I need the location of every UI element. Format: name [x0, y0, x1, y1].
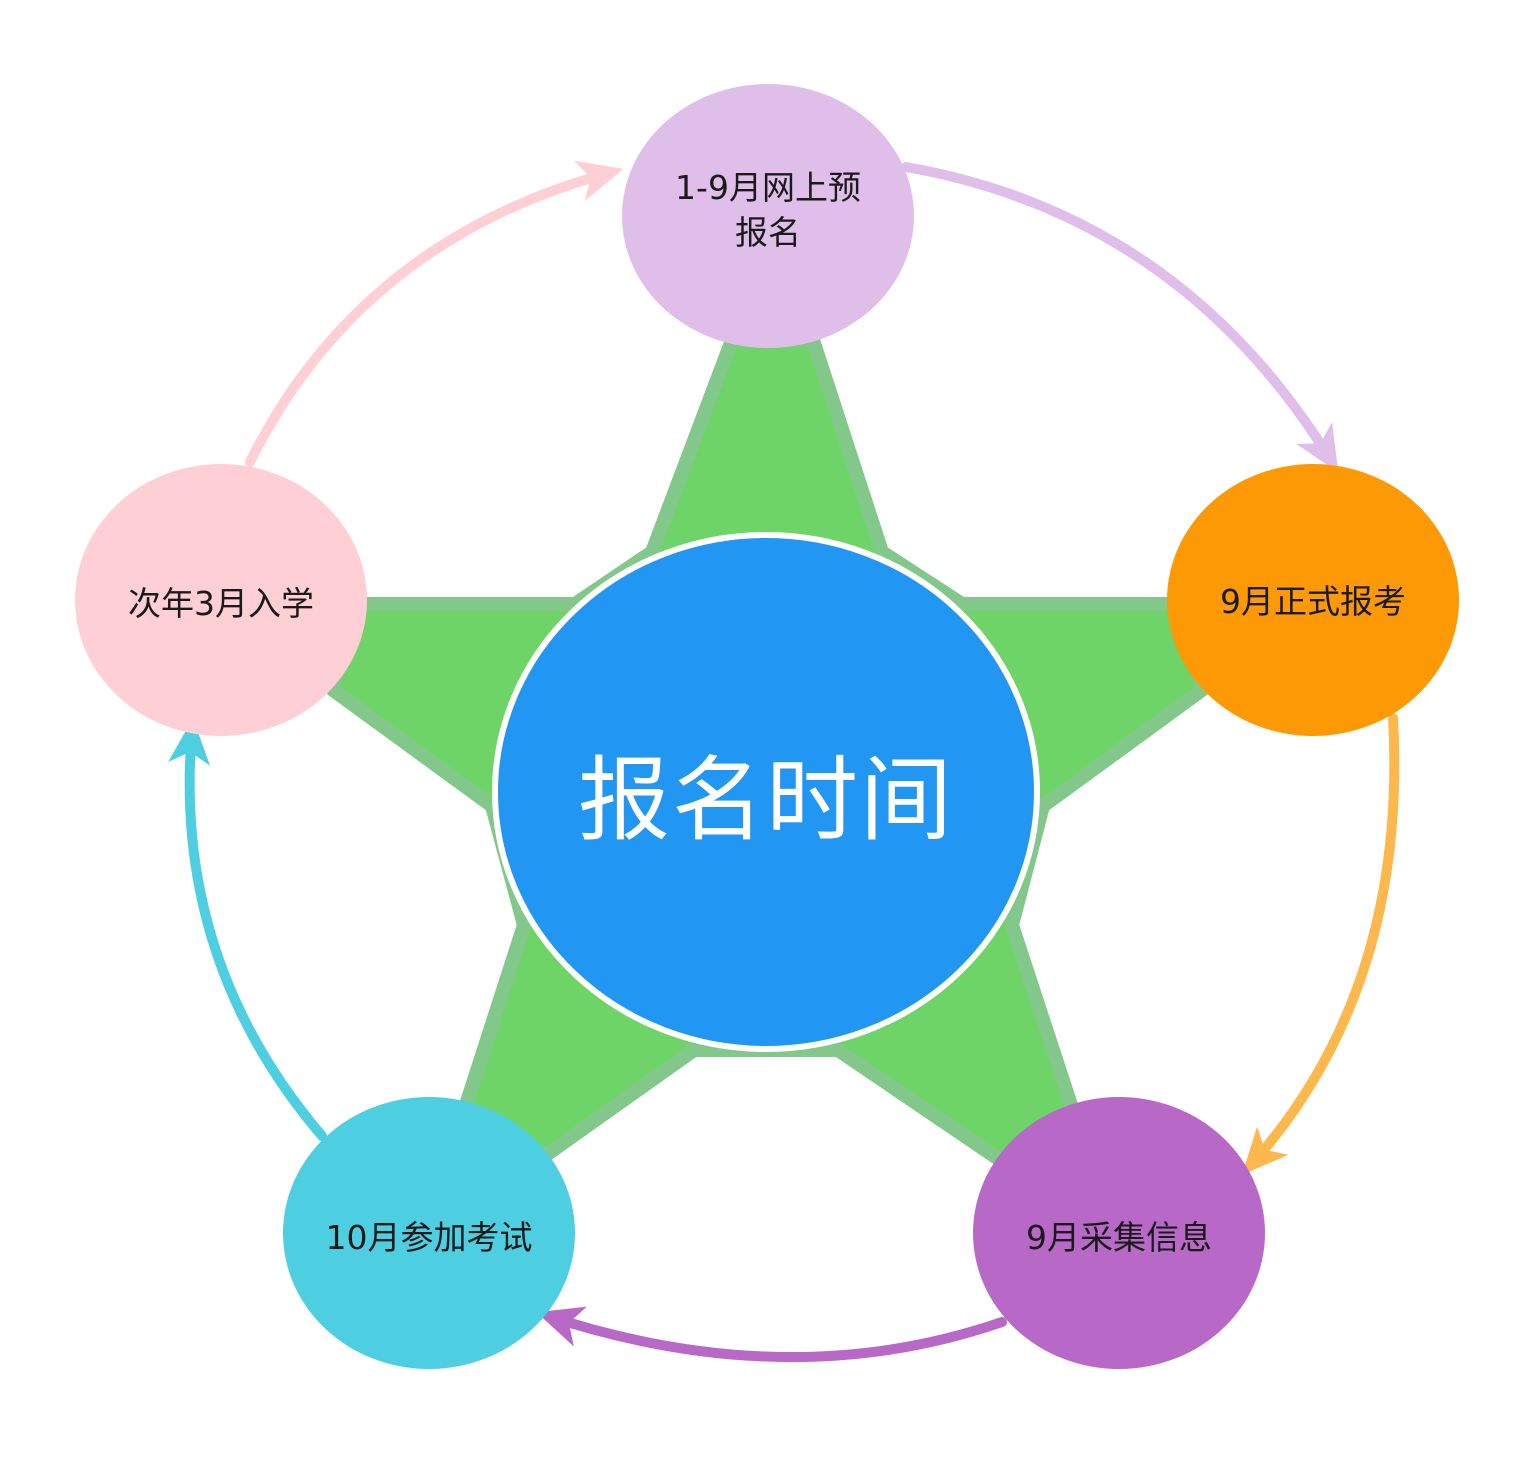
arrow-enrollment-to-online-prereg: [245, 160, 624, 467]
node-label-exam: 10月参加考试: [325, 1217, 533, 1257]
arrow-formal-registration-to-info-collection: [1241, 713, 1400, 1175]
node-circle-formal-registration: [1167, 464, 1459, 736]
arrow-exam-to-enrollment: [168, 718, 327, 1141]
node-label-info-collection: 9月采集信息: [1026, 1217, 1212, 1257]
node-label-formal-registration: 9月正式报考: [1220, 581, 1406, 621]
node-circle-info-collection: [973, 1097, 1265, 1369]
center-title: 报名时间: [577, 746, 954, 854]
arrow-info-collection-to-exam: [536, 1306, 1007, 1362]
node-circle-online-prereg: [622, 84, 914, 348]
node-circle-exam: [283, 1097, 575, 1369]
center-circle: [492, 532, 1040, 1052]
arrow-online-prereg-to-formal-registration: [901, 162, 1339, 473]
node-label-online-prereg: 1-9月网上预 报名: [675, 168, 861, 252]
node-label-enrollment: 次年3月入学: [128, 583, 314, 623]
node-circle-enrollment: [75, 464, 367, 736]
